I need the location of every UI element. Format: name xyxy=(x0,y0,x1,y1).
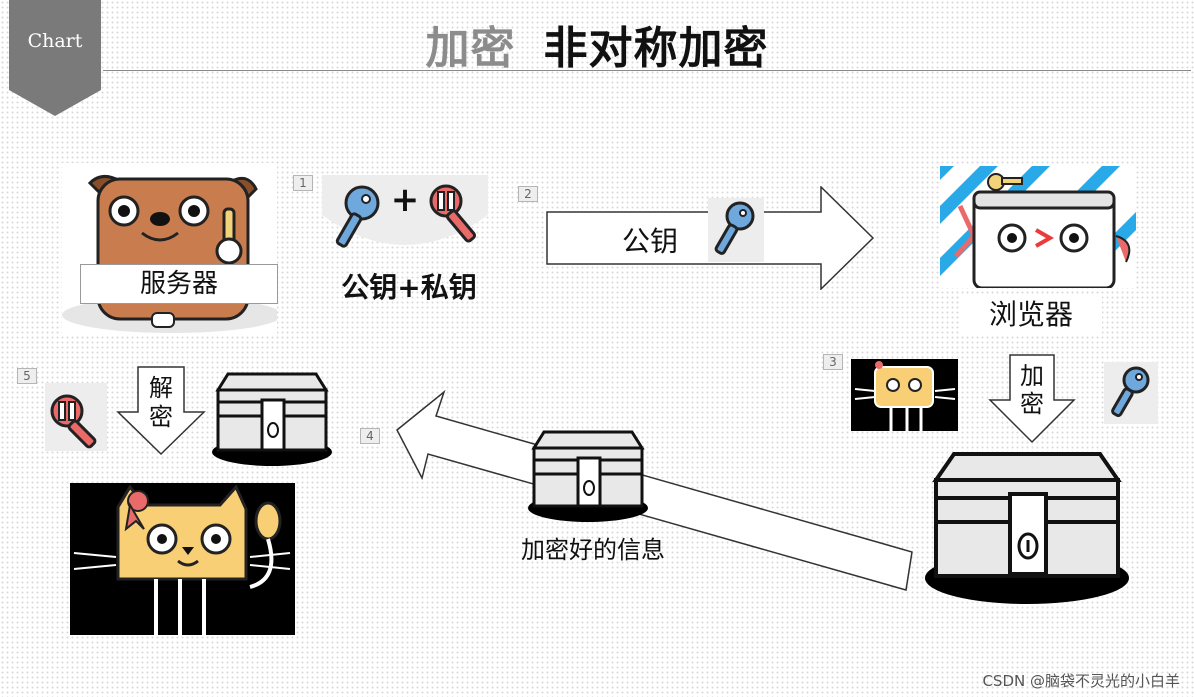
title-part-2: 非对称加密 xyxy=(543,23,769,74)
decrypt-key-box xyxy=(45,383,107,451)
message-label: 加密好的信息 xyxy=(521,536,665,564)
plus-sign: + xyxy=(391,180,420,220)
message-arrow-icon xyxy=(396,390,913,591)
step-number-2: 2 xyxy=(518,186,538,202)
large-chest-icon xyxy=(925,452,1129,604)
title-part-1: 加密 xyxy=(425,23,516,74)
decrypt-label-line-2: 密 xyxy=(149,403,173,431)
encrypt-key-box xyxy=(1104,362,1158,424)
chart-tag: Chart xyxy=(9,0,101,116)
decrypt-label-line-1: 解 xyxy=(149,374,173,402)
key-pair-caption: 公钥+私钥 xyxy=(341,271,477,304)
title-divider xyxy=(103,70,1191,71)
public-key-icon xyxy=(1111,366,1150,418)
dog-server-icon xyxy=(62,175,282,333)
large-cat-image xyxy=(70,483,295,635)
cat-icon xyxy=(854,361,956,431)
server-card: 服务器 xyxy=(62,163,282,335)
step-number-1: 1 xyxy=(293,175,313,191)
cat-icon xyxy=(73,484,291,635)
server-label: 服务器 xyxy=(80,264,278,304)
public-key-icon xyxy=(335,185,380,248)
encrypt-label-line-1: 加 xyxy=(1020,362,1044,390)
decrypt-arrow-icon xyxy=(116,366,206,456)
tag-shape-icon xyxy=(9,0,101,116)
step-number-4: 4 xyxy=(360,428,380,444)
public-key-icon xyxy=(714,201,755,255)
encrypt-label-line-2: 密 xyxy=(1020,390,1044,418)
encrypt-label: 加 密 xyxy=(1012,362,1052,418)
step-number-5: 5 xyxy=(17,368,37,384)
received-chest-icon xyxy=(212,372,332,466)
tag-label: Chart xyxy=(27,30,83,52)
footer-credit: CSDN @脑袋不灵光的小白羊 xyxy=(982,672,1180,690)
encrypt-arrow-icon xyxy=(988,354,1076,444)
private-key-icon xyxy=(429,184,477,243)
decrypt-label: 解 密 xyxy=(140,374,182,432)
key-pair-graphic: + xyxy=(322,175,488,257)
small-cat-image xyxy=(851,359,958,431)
step-number-3: 3 xyxy=(823,354,843,370)
private-key-icon xyxy=(50,394,97,449)
page-title: 加密非对称加密 xyxy=(0,12,1194,76)
transfer-key-box xyxy=(708,198,764,262)
message-chest-icon xyxy=(528,430,648,522)
browser-card xyxy=(940,166,1136,290)
browser-label: 浏览器 xyxy=(960,294,1102,336)
transfer-label: 公钥 xyxy=(621,225,678,258)
browser-character-icon xyxy=(940,166,1136,290)
